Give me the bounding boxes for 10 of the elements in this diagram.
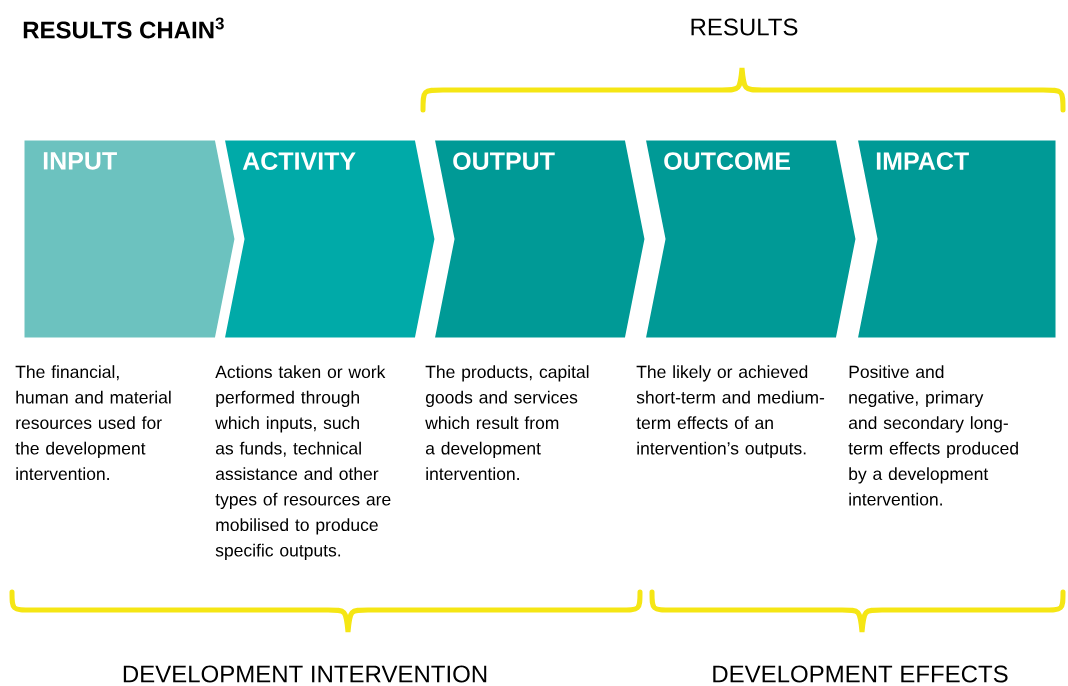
bracket-label: RESULTS [691,18,798,36]
description: The financial, human and material resources used for the development intervention. [15,365,171,481]
bracket-label: DEVELOPMENT INTERVENTION [123,665,487,683]
bracket-label: DEVELOPMENT EFFECTS [713,665,1008,683]
description: The products, capital goods and services which result from a development intervention. [425,365,589,481]
description: Actions taken or work performed through which inputs, such as funds, technical assistance and other types of resources are mobilised to produce specific outputs. [215,365,391,560]
description: Positive and negative, primary and secondary long-term effects produced by a development intervention. [848,365,1018,506]
process-step: INPUT [19,135,240,343]
title: RESULTS CHAIN$^{3}$ [23,17,224,39]
description: The likely or achieved short-term and medium-term effects of an intervention’s outputs. [636,365,825,459]
